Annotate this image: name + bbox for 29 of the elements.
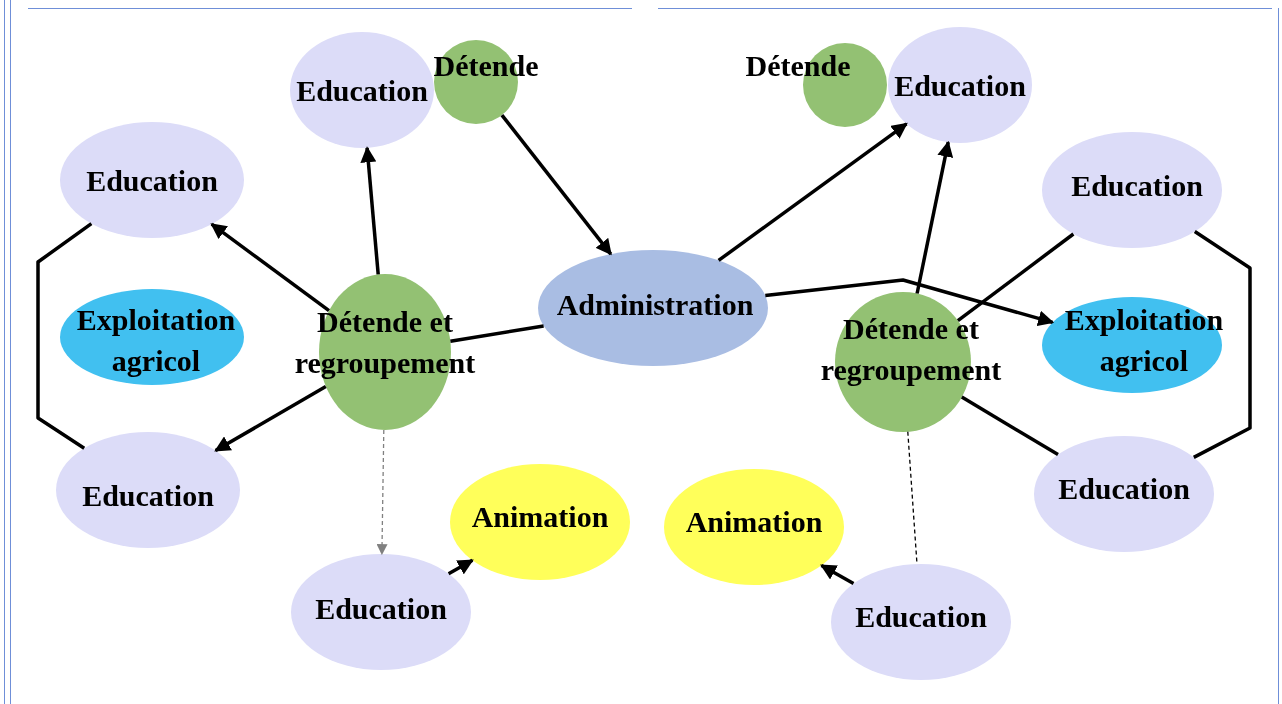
- arrow: [915, 140, 954, 294]
- node-label: Exploitation agricol: [75, 302, 237, 379]
- connector-line: [36, 222, 93, 450]
- node-label: Education: [893, 67, 1027, 104]
- node-label: Education: [314, 590, 448, 627]
- node-label: Animation: [470, 498, 610, 535]
- arrow: [360, 146, 380, 275]
- connector-line: [956, 232, 1075, 323]
- node-label: Education: [295, 72, 429, 109]
- connector-line: [1193, 230, 1252, 459]
- node-label: Animation: [684, 503, 824, 540]
- arrow: [765, 278, 1055, 327]
- arrow: [214, 385, 327, 453]
- node-label: Education: [85, 162, 219, 199]
- node-label: Education: [81, 477, 215, 514]
- connector-line: [450, 324, 544, 344]
- node-label: Education: [1070, 167, 1204, 204]
- arrow: [210, 222, 331, 313]
- node-label: Détende: [744, 47, 852, 84]
- arrow: [717, 122, 908, 262]
- arrow: [500, 114, 613, 256]
- arrow: [447, 558, 474, 576]
- connector-line: [907, 431, 918, 565]
- node-label: Education: [1057, 470, 1191, 507]
- node-label: Administration: [555, 286, 755, 323]
- arrow: [820, 563, 855, 586]
- arrow: [376, 429, 388, 556]
- node-label: Education: [854, 598, 988, 635]
- connector-line: [960, 395, 1059, 457]
